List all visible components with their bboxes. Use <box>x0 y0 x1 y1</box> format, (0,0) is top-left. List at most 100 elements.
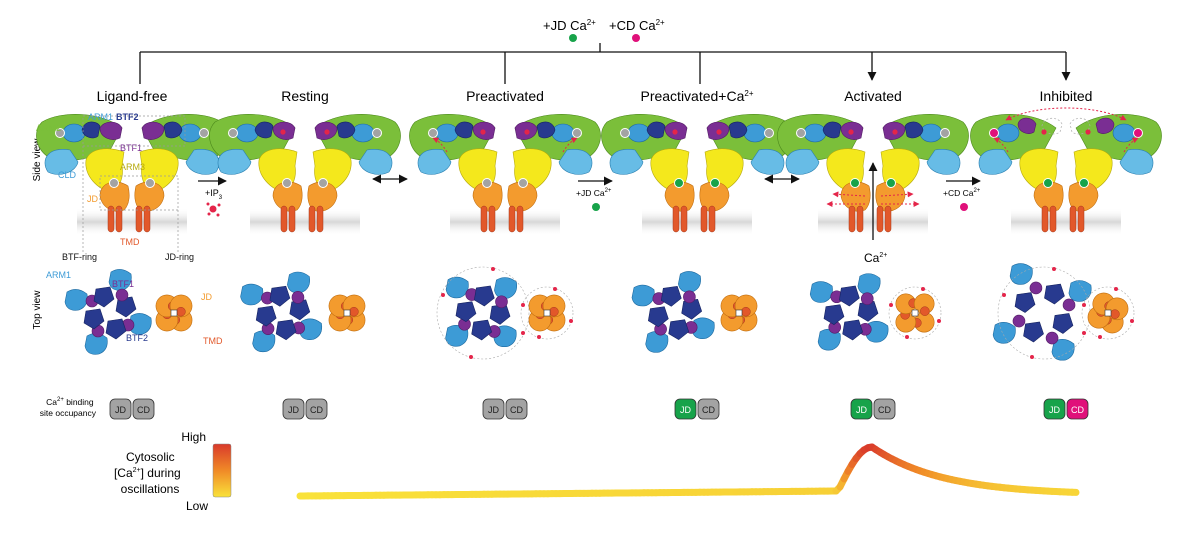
tmd-helix <box>288 205 296 233</box>
arm1-lobe <box>865 321 889 343</box>
tmd-lobe <box>1110 309 1120 319</box>
pore <box>911 309 919 317</box>
state-title-sup: 2+ <box>744 89 753 98</box>
state-title: Resting <box>281 88 328 104</box>
occupancy-box-label: CD <box>310 405 323 415</box>
top-label-arm1: ARM1 <box>46 270 71 280</box>
arm1-lobe <box>857 273 881 295</box>
tmd-helix <box>143 205 151 233</box>
btf2-lobe <box>839 285 860 307</box>
occupancy-box-label: CD <box>878 405 891 415</box>
occupancy-box-jd <box>674 398 697 420</box>
cytosolic-calcium-colorbar: Cytosolic [Ca2+] during oscillations Hig… <box>114 430 232 513</box>
jd-binding-site <box>710 178 720 188</box>
jd-rotation-arrowhead <box>1130 319 1134 323</box>
legend-jd-label: +JD Ca <box>543 18 587 33</box>
tmd-helix <box>700 205 708 233</box>
arm1-lobe <box>809 281 833 303</box>
arm1-lobe <box>445 276 469 299</box>
jd-ca-label: +JD Ca2+ <box>576 188 612 198</box>
calcium-efflux: Ca2+ <box>864 162 887 265</box>
btf1-lobe <box>1062 298 1076 312</box>
ip3-site <box>716 129 722 135</box>
btf2-lobe <box>255 305 277 327</box>
ip3-site <box>1041 129 1047 135</box>
domain-labels: ARM2 ARM1 BTF2 BTF1 ARM3 CLD JD TMD BTF-… <box>36 112 194 262</box>
btf2-lobe <box>105 318 127 340</box>
jd-binding-site <box>109 178 119 188</box>
cld-domain-right <box>1119 149 1154 175</box>
btf1-lobe <box>683 290 696 304</box>
cld-domain-left <box>609 149 644 175</box>
arm1-lobe <box>1068 280 1092 302</box>
arm1-lobe <box>445 325 469 347</box>
cd-binding-site <box>940 128 950 138</box>
colorbar-title: Cytosolic [Ca2+] during oscillations <box>114 450 184 496</box>
btf1-lobe <box>291 291 305 304</box>
occupancy-box-cd <box>305 398 328 420</box>
domain-label-tmd: TMD <box>120 237 140 247</box>
jd-binding-site <box>318 178 328 188</box>
occupancy-box-label: JD <box>488 405 500 415</box>
arm1-domain-right <box>178 123 202 143</box>
btf2-domain-right <box>904 121 924 139</box>
tmd-helix <box>876 205 884 233</box>
transition-ip3: +IP3 <box>198 176 227 217</box>
arm1-lobe <box>1009 263 1033 285</box>
top-label-btf1: BTF1 <box>112 279 134 289</box>
cld-domain-right <box>358 149 393 175</box>
occupancy-box-jd <box>282 398 305 420</box>
ip3-site <box>672 129 678 135</box>
tmd-helix <box>856 205 864 233</box>
occupancy-box-jd <box>109 398 132 420</box>
btf2-lobe <box>93 286 115 308</box>
state-title-text: Preactivated+Ca <box>640 88 744 104</box>
rotation-arrowhead <box>1030 355 1034 359</box>
svg-text:+CD Ca2+: +CD Ca2+ <box>609 18 665 33</box>
cd-binding-site <box>428 128 438 138</box>
tmd-helix <box>1069 205 1077 233</box>
top-view-btf-ring-inhibited <box>992 263 1092 361</box>
tmd-helix <box>135 205 143 233</box>
colorbar-high-label: High <box>181 430 206 444</box>
occupancy-box-cd <box>505 398 528 420</box>
svg-text:+JD Ca2+: +JD Ca2+ <box>543 18 596 33</box>
cd-binding-site <box>989 128 999 138</box>
cld-domain-right <box>185 149 220 175</box>
pore <box>735 309 743 317</box>
tmd-lobe <box>349 306 359 317</box>
btf2-lobe <box>681 298 703 320</box>
pore <box>343 309 351 317</box>
ip3-site <box>524 129 530 135</box>
btf1-lobe <box>1012 314 1026 328</box>
arm1-lobe <box>287 271 310 294</box>
top-view-labels: ARM1 BTF1 BTF2 JD TMD <box>46 270 223 346</box>
colorbar-gradient <box>212 443 232 498</box>
transition-cd-ca: +CD Ca2+ <box>943 176 981 211</box>
ip3-site <box>324 129 330 135</box>
arm1-lobe <box>645 331 669 353</box>
ip3-label: +IP3 <box>205 188 223 201</box>
jd-rotation-arrowhead <box>553 287 557 291</box>
occupancy-label-binding: binding <box>64 397 94 407</box>
jd-rotation-arrowhead <box>889 303 893 307</box>
btf2-lobe <box>1052 313 1074 334</box>
tmd-helix <box>280 205 288 233</box>
jd-binding-site <box>1043 178 1053 188</box>
cd-binding-site <box>764 128 774 138</box>
jd-binding-site <box>886 178 896 188</box>
cd-binding-site <box>620 128 630 138</box>
membrane <box>77 208 187 236</box>
cd-binding-site <box>228 128 238 138</box>
motion-arrow <box>993 137 1009 153</box>
jd-rotation-arrowhead <box>1098 335 1102 339</box>
membrane <box>250 208 360 236</box>
cd-binding-site <box>55 128 65 138</box>
side-view-resting <box>209 114 401 236</box>
state-title-preactivated-ca: Preactivated+Ca2+ <box>640 88 753 104</box>
cd-ca-sup: 2+ <box>973 188 980 194</box>
btf2-lobe <box>668 319 690 341</box>
